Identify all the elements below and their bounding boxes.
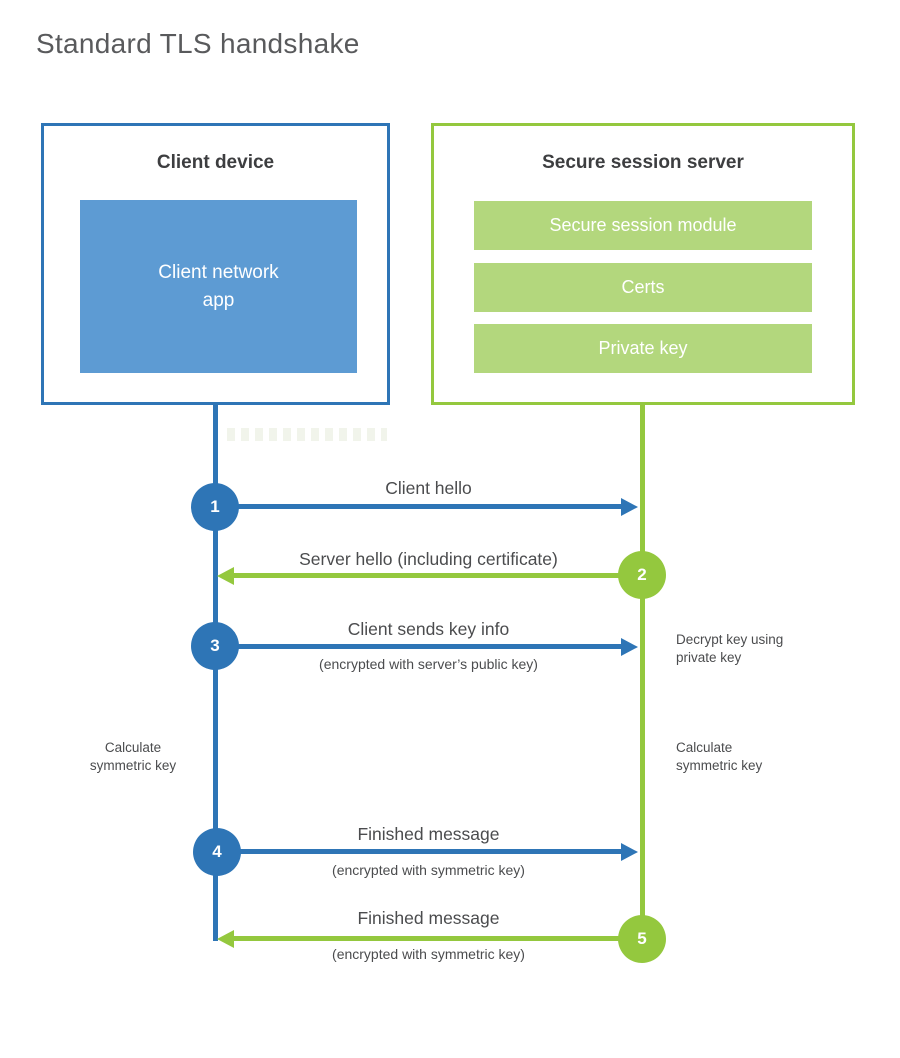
page-title: Standard TLS handshake <box>36 28 360 59</box>
server-module-certs: Certs <box>474 263 812 312</box>
arrow-right-shaft <box>215 644 622 649</box>
step-badge-2: 2 <box>618 551 666 599</box>
arrow-right-head-icon <box>621 843 638 861</box>
arrow-right-shaft <box>217 849 622 854</box>
message-sublabel: (encrypted with symmetric key) <box>332 946 525 962</box>
message-label: Finished message <box>357 824 500 844</box>
step-badge-1: 1 <box>191 483 239 531</box>
server-lifeline <box>640 402 645 950</box>
step-badge-4: 4 <box>193 828 241 876</box>
message-label: Client sends key info <box>347 619 510 639</box>
server-module-private-key: Private key <box>474 324 812 373</box>
calculate-symmetric-key-note-server: Calculate symmetric key <box>676 740 763 773</box>
arrow-left-head-icon <box>217 930 234 948</box>
step-badge-3: 3 <box>191 622 239 670</box>
arrow-left-shaft <box>234 936 642 941</box>
message-label: Server hello (including certificate) <box>299 549 558 569</box>
arrow-left-head-icon <box>217 567 234 585</box>
calculate-symmetric-key-note-client: Calculate symmetric key <box>89 740 177 773</box>
server-module-secure-session: Secure session module <box>474 201 812 250</box>
arrow-right-head-icon <box>621 638 638 656</box>
arrow-left-shaft <box>234 573 642 578</box>
decrypt-key-note: Decrypt key using private key <box>676 632 784 665</box>
arrow-right-shaft <box>215 504 622 509</box>
message-sublabel: (encrypted with symmetric key) <box>332 862 525 878</box>
server-title: Secure session server <box>542 152 744 173</box>
step-badge-5: 5 <box>618 915 666 963</box>
client-device-box: Client device Client network app <box>41 123 390 405</box>
client-network-app-box: Client network app <box>80 200 357 373</box>
secure-session-server-box: Secure session server Secure session mod… <box>431 123 855 405</box>
message-label: Client hello <box>385 478 472 498</box>
arrow-right-head-icon <box>621 498 638 516</box>
faint-dashes-artifact <box>227 428 387 441</box>
message-sublabel: (encrypted with server’s public key) <box>319 656 538 672</box>
client-lifeline <box>213 402 218 941</box>
message-label: Finished message <box>357 908 500 928</box>
client-device-title: Client device <box>156 152 275 173</box>
